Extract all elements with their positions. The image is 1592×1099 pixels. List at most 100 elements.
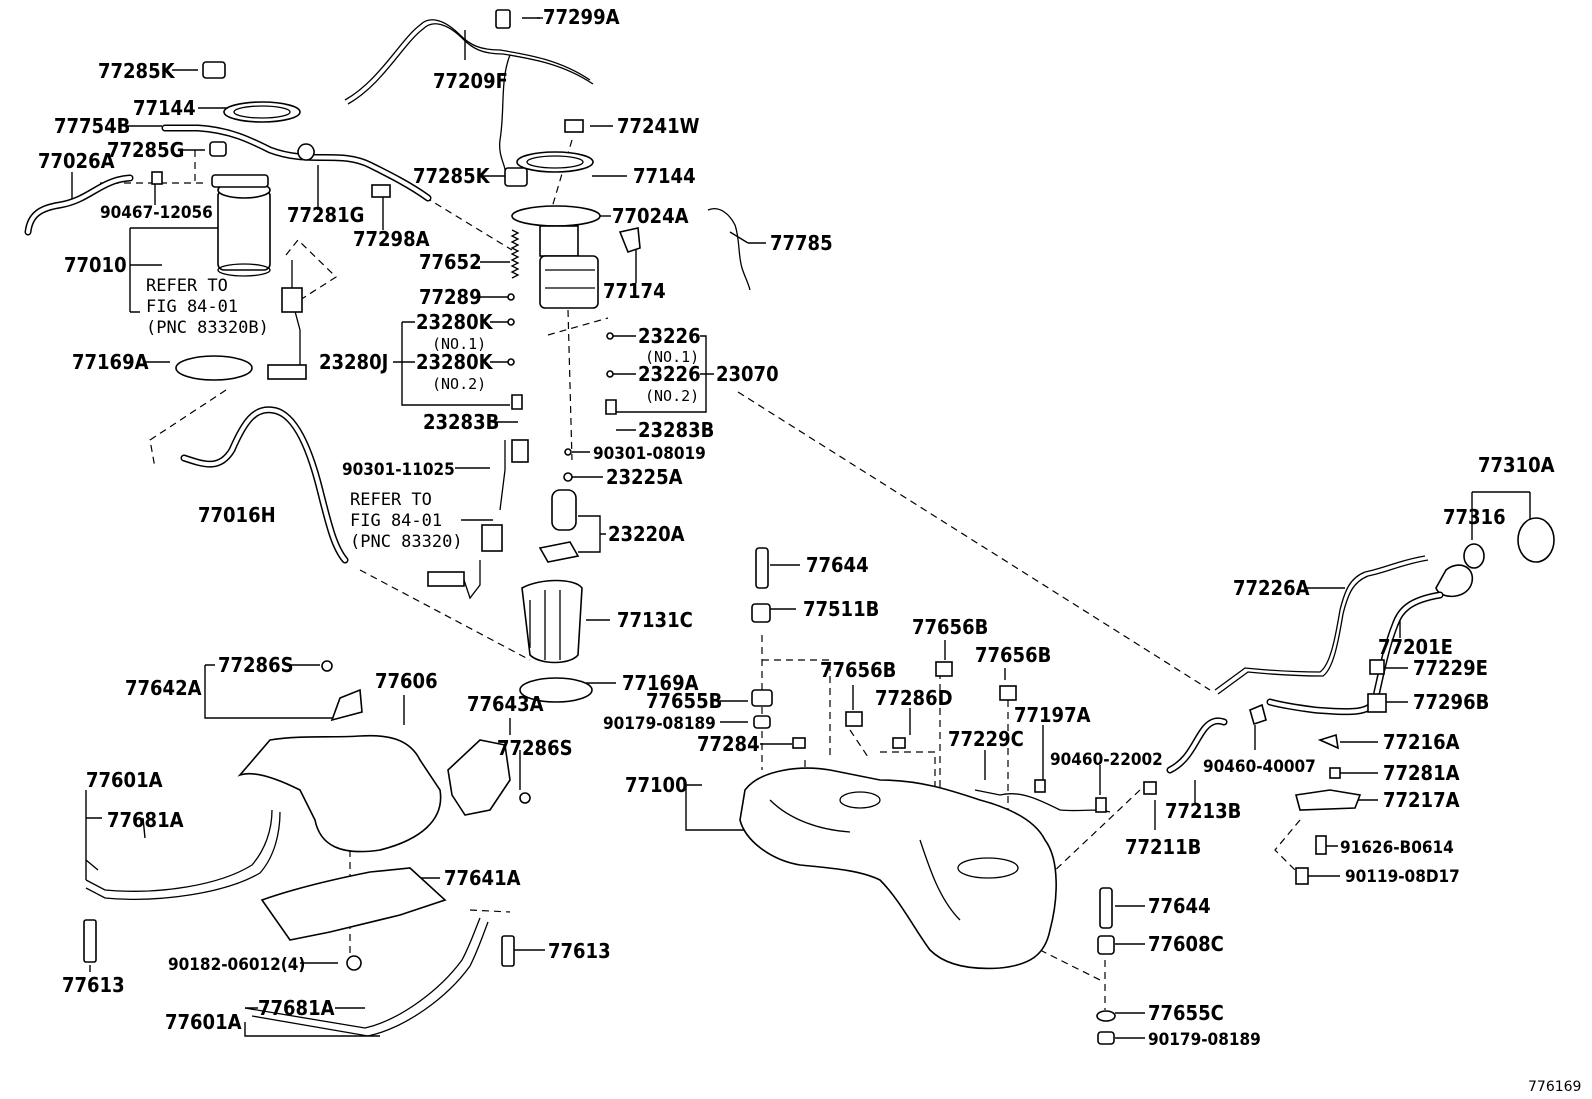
label-90460-40007: 90460-40007 [1203, 757, 1316, 777]
label-90301-08019: 90301-08019 [593, 444, 706, 464]
label-77016H: 77016H [198, 503, 276, 527]
clip-77286D [892, 737, 906, 749]
label-77754B: 77754B [54, 114, 130, 138]
clamp-90460-22002 [1095, 797, 1107, 813]
label-23226-a: 23226 [638, 324, 701, 348]
part-labels: 77299A 77209F 77285K 77144 77754B 77285G… [38, 5, 1581, 1095]
oring-77289 [507, 293, 515, 301]
sub-no2-a: (NO.2) [432, 375, 486, 393]
label-77281A: 77281A [1383, 761, 1460, 785]
label-77144-a: 77144 [133, 96, 196, 120]
label-77281G: 77281G [287, 203, 364, 227]
label-77613-b: 77613 [548, 939, 611, 963]
label-77201E: 77201E [1378, 635, 1453, 659]
label-23280J: 23280J [319, 350, 388, 374]
label-77100: 77100 [625, 773, 688, 797]
label-77606: 77606 [375, 669, 438, 693]
label-77608C: 77608C [1148, 932, 1224, 956]
label-77285K-b: 77285K [413, 164, 491, 188]
clamp-77211B [1143, 781, 1157, 795]
nut-90179-a [753, 715, 771, 729]
clamp-90460-40007 [1249, 703, 1267, 726]
label-77681A-a: 77681A [107, 808, 184, 832]
ring-77144-a [223, 101, 301, 123]
bolt-90119 [1295, 867, 1309, 885]
label-23283B-b: 23283B [638, 418, 714, 442]
filler-pipe-77201E [1266, 564, 1474, 716]
label-77285G: 77285G [107, 138, 184, 162]
label-77656B-a: 77656B [912, 615, 988, 639]
label-77644-b: 77644 [1148, 894, 1211, 918]
label-77169A-b: 77169A [622, 671, 699, 695]
label-77289: 77289 [419, 285, 482, 309]
clip-77299A [495, 9, 511, 29]
grommet-77655B [751, 689, 773, 707]
valve-77644-a [755, 547, 769, 589]
note1-line2: FIG 84-01 [146, 297, 238, 317]
nut-90182 [346, 955, 362, 971]
oring-23226-b [606, 370, 614, 378]
connector-77285K-a [202, 61, 226, 79]
regulator-23283B-a [511, 394, 523, 410]
label-77299A: 77299A [543, 5, 620, 29]
label-77229E: 77229E [1413, 656, 1488, 680]
oring-23280K-b [507, 358, 515, 366]
label-23283B-a: 23283B [423, 410, 499, 434]
strap-77601A-a2 [85, 811, 281, 900]
label-77131C: 77131C [617, 608, 693, 632]
strap-77601A-b2 [251, 921, 489, 1037]
regulator-23283B-b [605, 399, 617, 415]
label-77285K-a: 77285K [98, 59, 176, 83]
bolt-91626 [1315, 835, 1327, 855]
grommet-77655C [1096, 1010, 1116, 1022]
sender-unit-83320 [427, 439, 529, 600]
sender-unit-83320B [267, 260, 307, 380]
oring-23226-a [606, 332, 614, 340]
label-23280K-b: 23280K [416, 350, 494, 374]
label-77024A: 77024A [612, 204, 689, 228]
pump-assembly-77024A [511, 205, 601, 309]
cap-77310A [1463, 517, 1555, 569]
label-77601A-b: 77601A [165, 1010, 242, 1034]
note1-line1: REFER TO [146, 276, 228, 296]
label-77026A: 77026A [38, 149, 115, 173]
label-77211B: 77211B [1125, 835, 1201, 859]
label-90179-08189-a: 90179-08189 [603, 714, 716, 734]
label-77310A: 77310A [1478, 453, 1555, 477]
label-77296B: 77296B [1413, 690, 1489, 714]
label-77241W: 77241W [617, 114, 700, 138]
label-77169A-a: 77169A [72, 350, 149, 374]
label-23280K-a: 23280K [416, 310, 494, 334]
label-23220A: 23220A [608, 522, 685, 546]
grommet-77511B [751, 603, 771, 623]
bracket-77298A [371, 184, 391, 198]
oring-23280K-a [507, 318, 515, 326]
label-77655B: 77655B [646, 689, 722, 713]
label-77284: 77284 [697, 732, 760, 756]
clip-90467 [151, 171, 163, 185]
label-77226A: 77226A [1233, 576, 1310, 600]
label-77652: 77652 [419, 250, 482, 274]
label-77655C: 77655C [1148, 1001, 1224, 1025]
label-77511B: 77511B [803, 597, 879, 621]
harness-77785 [707, 208, 751, 291]
label-77197A: 77197A [1014, 703, 1091, 727]
grommet-77656B-c [999, 685, 1017, 701]
clamp-77281G [297, 143, 315, 161]
label-90467-12056: 90467-12056 [100, 203, 213, 223]
valve-77644-b [1099, 887, 1113, 929]
note1-line3: (PNC 83320B) [146, 318, 269, 338]
label-90179-08189-b: 90179-08189 [1148, 1030, 1261, 1050]
bracket-77217A [1294, 789, 1362, 811]
label-77217A: 77217A [1383, 788, 1460, 812]
label-90119-08D17: 90119-08D17 [1345, 867, 1460, 887]
leader-lines [71, 17, 1531, 1039]
tube-77226A [1214, 555, 1426, 691]
filter-77010 [211, 174, 271, 277]
bracket-77642A [330, 688, 363, 722]
label-77216A: 77216A [1383, 730, 1460, 754]
gasket-77169A-a [175, 355, 253, 381]
insulator-77641A [260, 867, 447, 941]
strap-77601A-b [244, 917, 481, 1029]
bolt-77613-a [83, 919, 97, 963]
